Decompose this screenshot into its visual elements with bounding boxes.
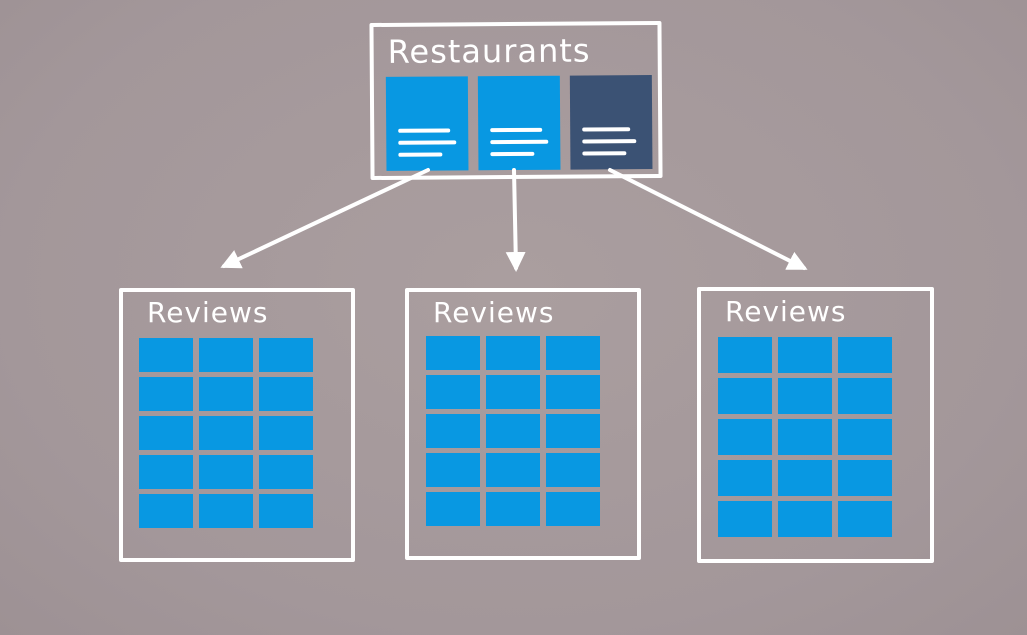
review-record [259, 455, 313, 489]
review-record [838, 337, 892, 373]
reviews-box: Reviews [697, 287, 934, 563]
review-record [199, 338, 253, 372]
review-record [718, 460, 772, 496]
review-record [486, 492, 540, 526]
review-record [718, 419, 772, 455]
review-record [259, 377, 313, 411]
review-record [139, 455, 193, 489]
reviews-title: Reviews [433, 296, 555, 329]
review-record [426, 336, 480, 370]
review-record [486, 453, 540, 487]
reviews-grid [426, 336, 600, 526]
review-record [426, 453, 480, 487]
review-record [139, 494, 193, 528]
reviews-grid [718, 337, 892, 537]
review-record [546, 492, 600, 526]
reviews-grid [139, 338, 313, 528]
review-record [778, 501, 832, 537]
review-record [778, 460, 832, 496]
review-record [486, 375, 540, 409]
review-record [426, 414, 480, 448]
review-record [259, 494, 313, 528]
reviews-box: Reviews [119, 288, 355, 562]
review-record [718, 337, 772, 373]
review-record [426, 375, 480, 409]
review-record [718, 378, 772, 414]
review-record [199, 416, 253, 450]
review-record [838, 419, 892, 455]
review-record [838, 460, 892, 496]
review-record [139, 416, 193, 450]
review-record [139, 377, 193, 411]
review-record [259, 416, 313, 450]
review-record [199, 455, 253, 489]
review-record [778, 419, 832, 455]
arrow-middle [505, 168, 526, 272]
review-record [546, 336, 600, 370]
review-record [718, 501, 772, 537]
review-record [546, 453, 600, 487]
review-record [778, 337, 832, 373]
review-record [199, 377, 253, 411]
review-record [778, 378, 832, 414]
review-record [259, 338, 313, 372]
reviews-title: Reviews [147, 296, 269, 329]
reviews-box: Reviews [405, 288, 641, 560]
review-record [486, 414, 540, 448]
review-record [486, 336, 540, 370]
reviews-title: Reviews [725, 295, 847, 328]
arrow-right [608, 168, 808, 270]
review-record [838, 501, 892, 537]
review-record [199, 494, 253, 528]
review-record [139, 338, 193, 372]
arrow-left [220, 168, 430, 269]
review-record [838, 378, 892, 414]
review-record [546, 375, 600, 409]
review-record [546, 414, 600, 448]
review-record [426, 492, 480, 526]
